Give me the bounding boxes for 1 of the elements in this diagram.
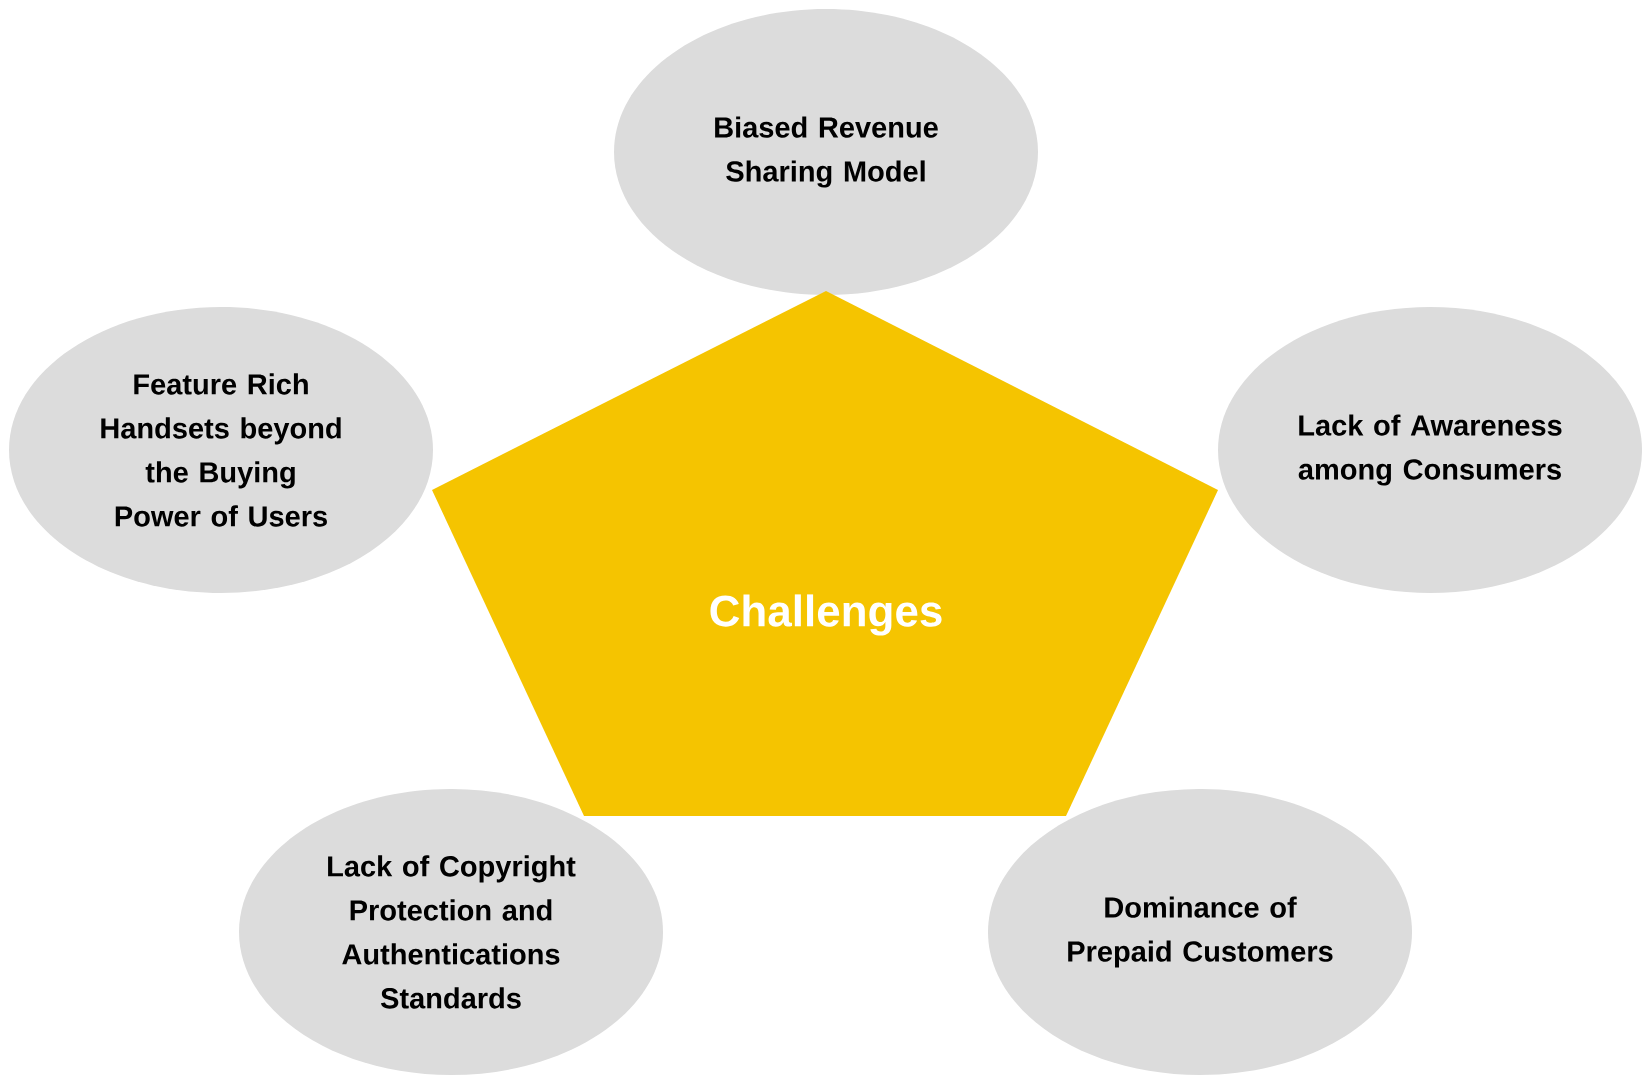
pentagon: Challenges xyxy=(432,291,1218,816)
